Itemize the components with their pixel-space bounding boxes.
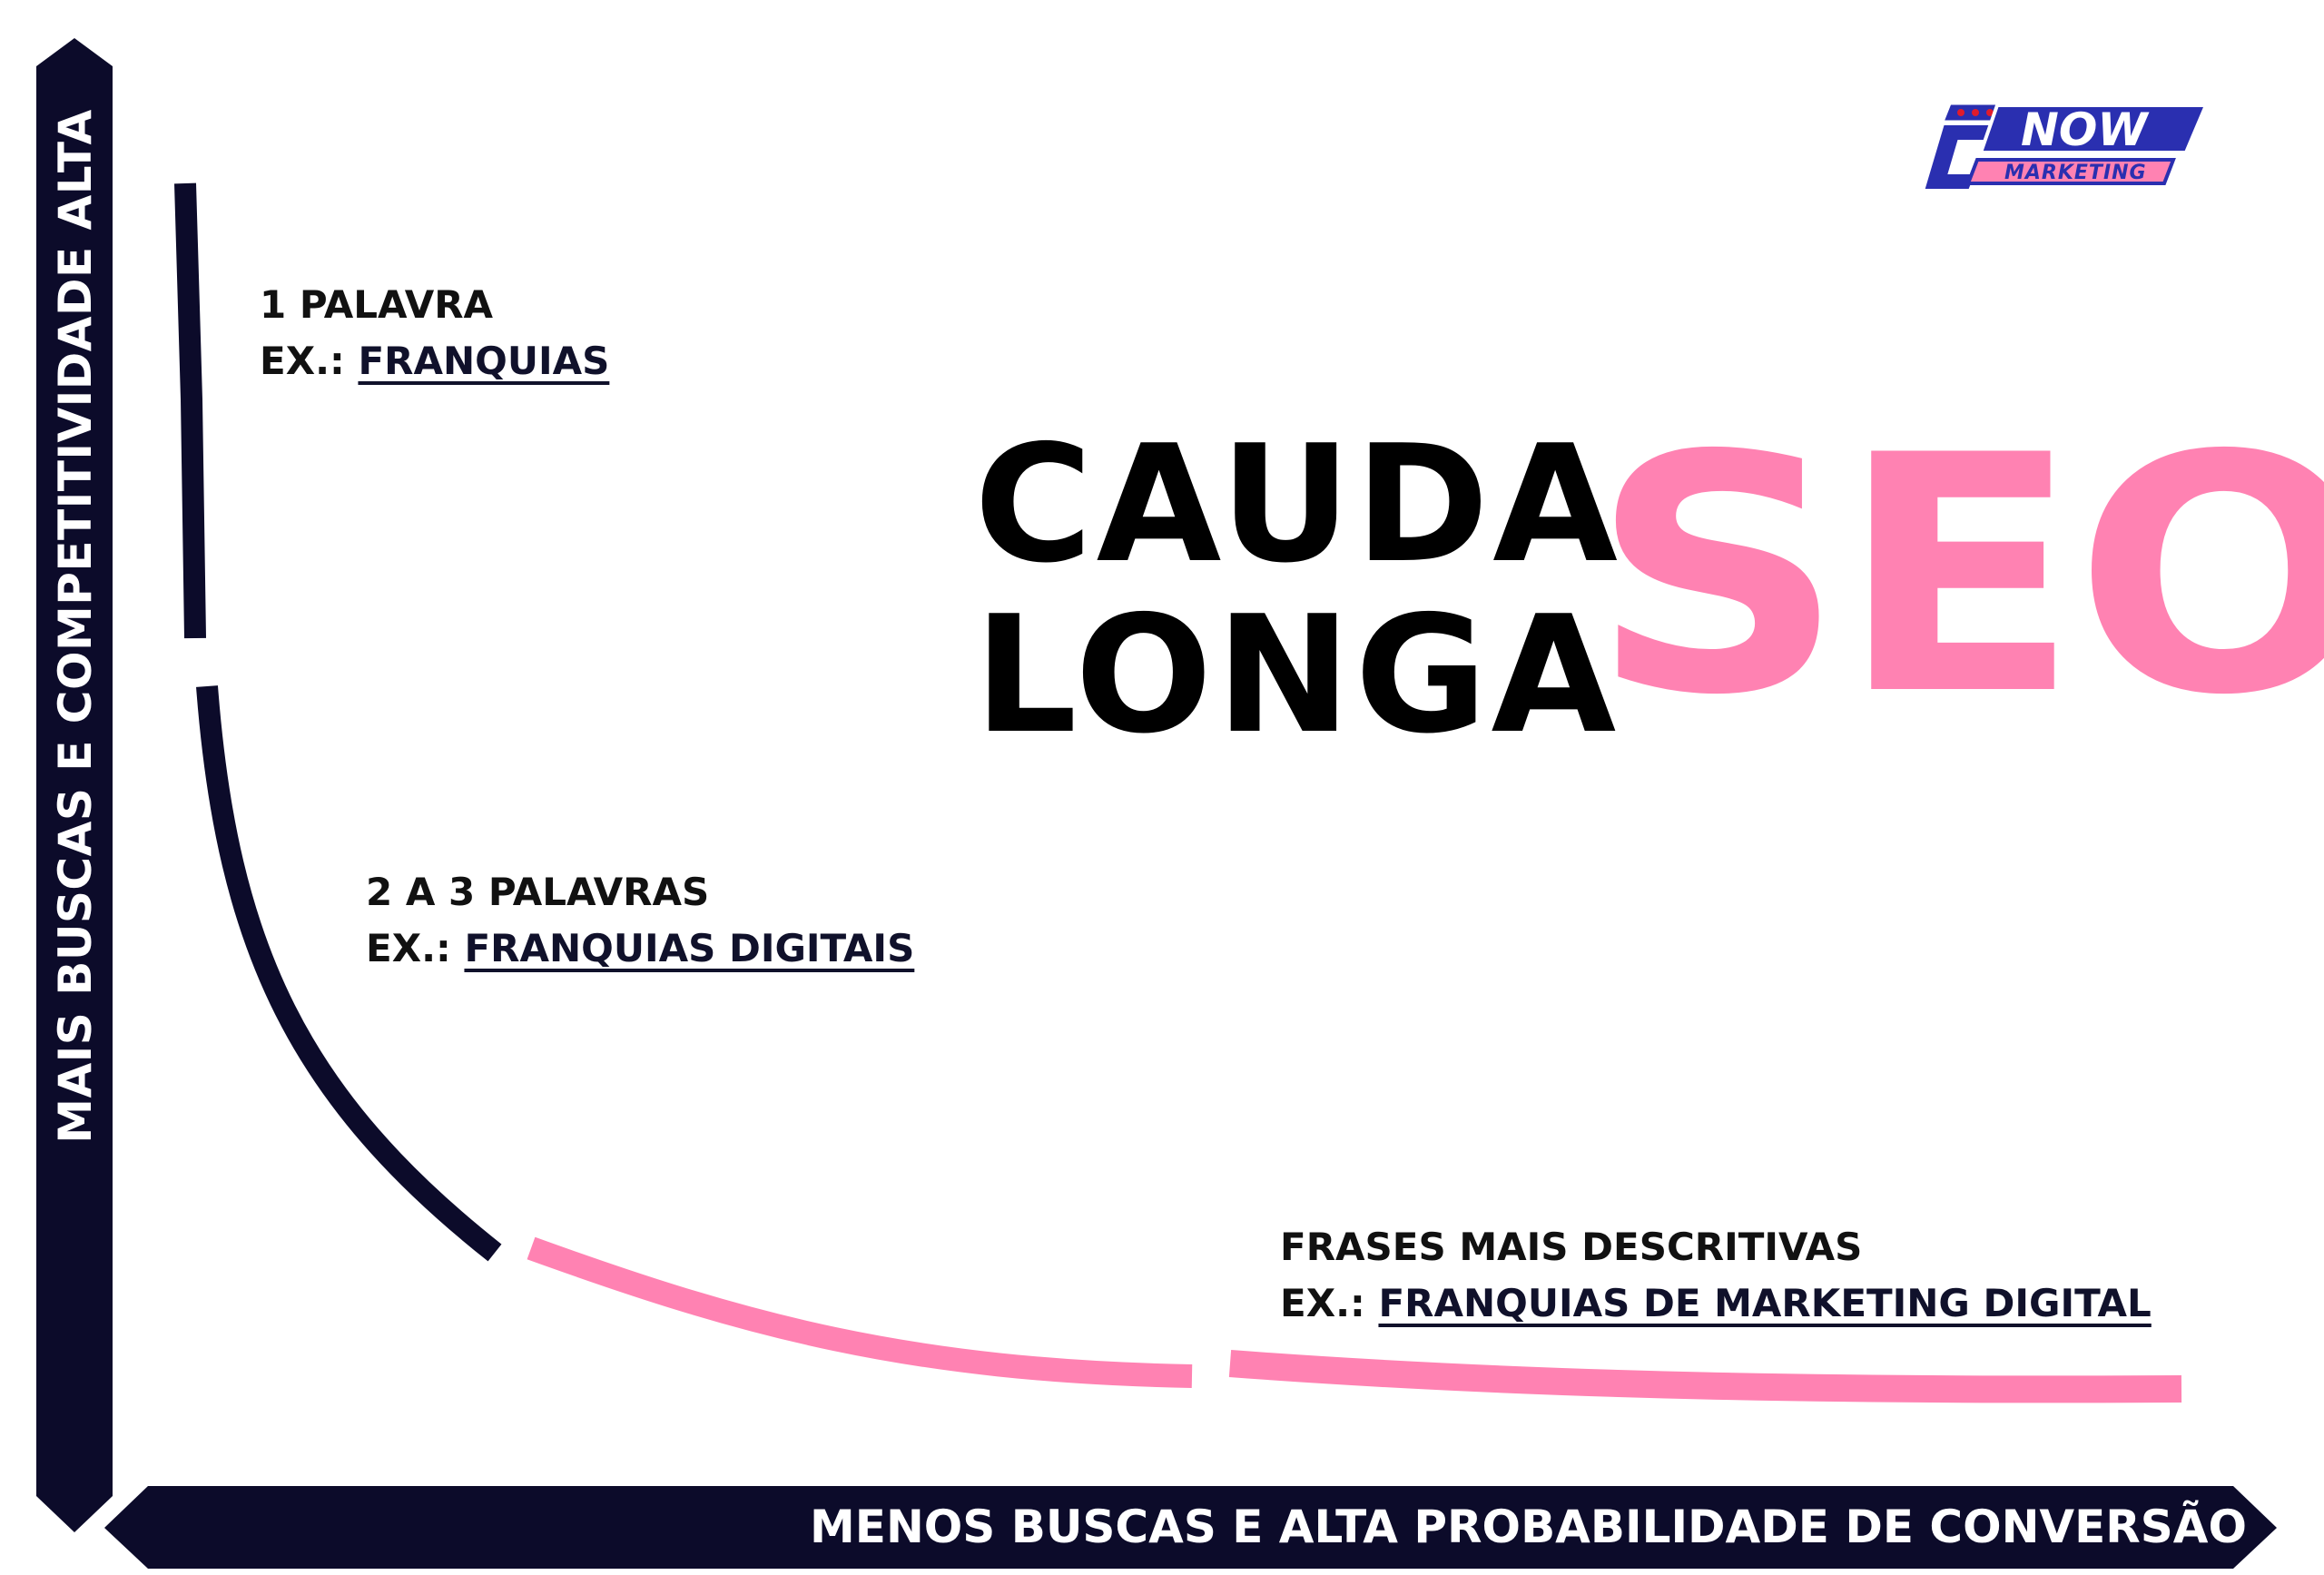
example-prefix: EX.:	[260, 339, 359, 383]
stage-heading: FRASES MAIS DESCRITIVAS	[1280, 1225, 1863, 1269]
stage-example-line: EX.: FRANQUIAS DIGITAIS	[366, 920, 914, 977]
example-keyword: FRANQUIAS	[358, 339, 610, 383]
stage-label-mid-tail: 2 A 3 PALAVRAS EX.: FRANQUIAS DIGITAIS	[366, 864, 914, 977]
example-prefix: EX.:	[1280, 1281, 1379, 1325]
vertical-axis-label: MAIS BUSCAS E COMPETITIVIDADE ALTA	[49, 109, 102, 1144]
logo-sub-text: MARKETING	[2004, 162, 2147, 184]
example-keyword: FRANQUIAS DE MARKETING DIGITAL	[1378, 1281, 2152, 1325]
curve-segment-tail-2	[1228, 1350, 2182, 1403]
stage-label-short-tail: 1 PALAVRA EX.: FRANQUIAS	[260, 277, 609, 389]
vertical-axis-arrow	[36, 38, 113, 1532]
horizontal-axis-label: MENOS BUSCAS E ALTA PROBABILIDADE DE CON…	[810, 1501, 2247, 1553]
title-cauda-longa: CAUDA LONGA	[974, 419, 1621, 761]
stage-example-line: EX.: FRANQUIAS	[260, 333, 609, 389]
stage-heading: 2 A 3 PALAVRAS	[366, 870, 710, 914]
curve-segment-head	[174, 182, 206, 639]
horizontal-axis-arrow	[104, 1486, 2277, 1569]
curve-segment-mid	[196, 685, 502, 1262]
cnow-marketing-logo: NOW MARKETING	[1923, 102, 2206, 192]
stage-label-long-tail: FRASES MAIS DESCRITIVAS EX.: FRANQUIAS D…	[1280, 1219, 2152, 1332]
curve-segment-tail-1	[527, 1236, 1193, 1388]
stage-example-line: EX.: FRANQUIAS DE MARKETING DIGITAL	[1280, 1275, 2152, 1332]
title-seo: SEO	[1590, 386, 2324, 766]
title-line-1: CAUDA	[974, 410, 1621, 598]
example-keyword: FRANQUIAS DIGITAIS	[464, 926, 915, 970]
example-prefix: EX.:	[366, 926, 465, 970]
logo-main-text: NOW	[2021, 103, 2150, 156]
title-line-2: LONGA	[974, 581, 1620, 769]
stage-heading: 1 PALAVRA	[260, 282, 494, 327]
